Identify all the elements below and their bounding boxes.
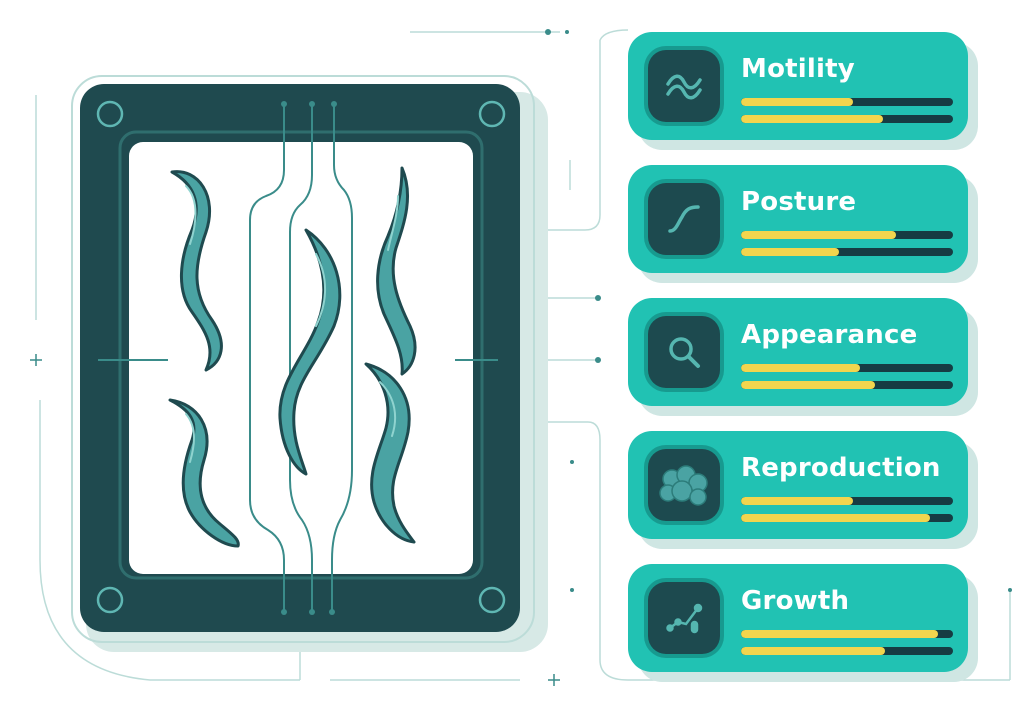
card-label: Appearance — [741, 320, 918, 350]
card-reproduction[interactable]: Reproduction — [628, 431, 968, 539]
screw-icon — [478, 586, 506, 614]
wave-icon — [648, 50, 720, 122]
growth-chart-icon — [648, 582, 720, 654]
lane-dividers — [249, 104, 353, 612]
card-growth[interactable]: Growth — [628, 564, 968, 672]
card-label: Growth — [741, 586, 850, 616]
score-bar — [741, 115, 953, 123]
score-bar — [741, 98, 953, 106]
score-bar — [741, 647, 953, 655]
score-bar — [741, 364, 953, 372]
curve-icon — [648, 183, 720, 255]
worm-icon — [168, 398, 240, 548]
score-bar — [741, 497, 953, 505]
plate-rim — [118, 130, 484, 580]
plus-markers — [30, 354, 560, 686]
lane-dots — [281, 101, 337, 615]
egg-cluster-icon — [648, 449, 720, 521]
score-bar — [741, 381, 953, 389]
card-label: Posture — [741, 187, 857, 217]
card-label: Motility — [741, 54, 855, 84]
card-posture[interactable]: Posture — [628, 165, 968, 273]
card-label: Reproduction — [741, 453, 941, 483]
worm-highlights — [185, 185, 399, 463]
magnifier-icon — [648, 316, 720, 388]
worm-icon — [364, 362, 416, 544]
score-bar — [741, 514, 953, 522]
screw-icon — [96, 100, 124, 128]
score-bar — [741, 630, 953, 638]
plate-screws — [96, 100, 506, 614]
screw-icon — [478, 100, 506, 128]
worm-icon — [376, 166, 417, 376]
score-bar — [741, 231, 953, 239]
score-bar — [741, 248, 953, 256]
plate-outline — [71, 75, 535, 643]
screw-icon — [96, 586, 124, 614]
background-guides — [35, 29, 1011, 681]
card-motility[interactable]: Motility — [628, 32, 968, 140]
card-appearance[interactable]: Appearance — [628, 298, 968, 406]
worm-icon — [170, 170, 223, 372]
